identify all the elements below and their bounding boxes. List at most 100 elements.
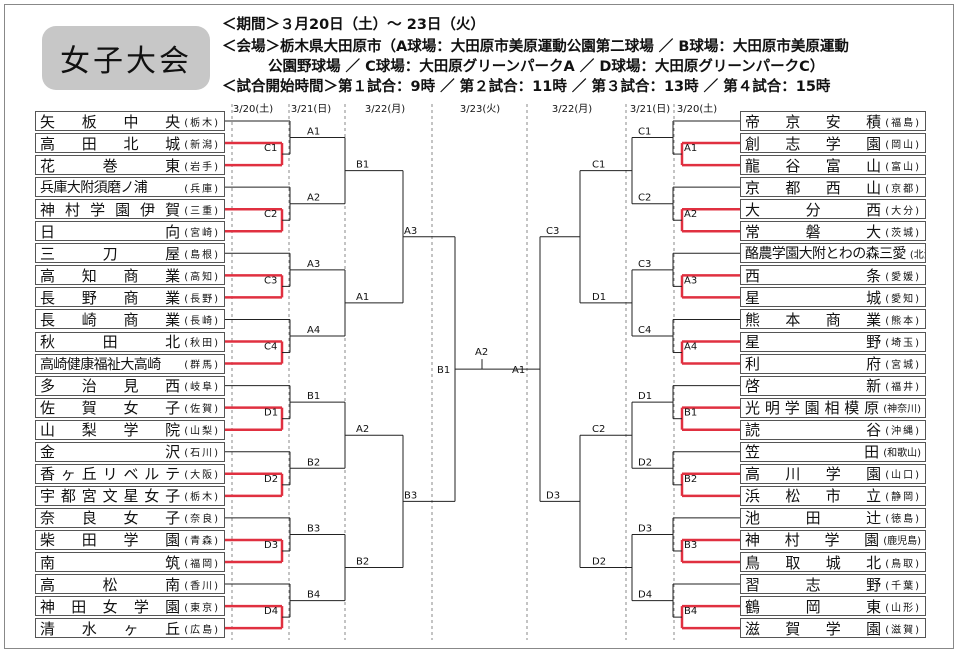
left-r3-label: A1	[356, 292, 369, 303]
team-prefecture: (大阪)	[184, 470, 220, 482]
team-name: 星城	[745, 288, 882, 307]
team-prefecture: (愛媛)	[885, 271, 921, 283]
info-start-times: ＜試合開始時間＞第１試合：9時 ／ 第２試合：11時 ／ 第３試合：13時 ／ …	[222, 79, 831, 95]
team-prefecture: (北海道)	[909, 249, 925, 261]
team-name: 奈良女子	[40, 509, 181, 528]
team-prefecture: (大分)	[885, 205, 921, 217]
left-r1-label: D4	[264, 606, 278, 617]
team-prefecture: (山形)	[885, 602, 921, 614]
team-name: 佐賀女子	[40, 399, 181, 418]
team-name: 熊本商業	[745, 310, 882, 329]
right-team-row: 池田辻(徳島)	[740, 507, 926, 528]
team-prefecture: (栃木)	[184, 117, 220, 129]
team-name: 読谷	[745, 421, 882, 440]
team-name: 山梨学院	[40, 421, 181, 440]
team-name: 星野	[745, 333, 882, 351]
right-r2-label: D2	[638, 457, 652, 468]
left-r3-label: B1	[356, 160, 369, 171]
team-prefecture: (長野)	[184, 293, 220, 305]
team-name: 笠田	[745, 443, 880, 462]
team-name: 長崎商業	[40, 310, 181, 329]
right-r1-label: A4	[684, 342, 697, 353]
team-name: 鳥取城北	[745, 553, 882, 572]
left-r3-label: A2	[356, 424, 369, 435]
left-team-row: 長野商業(長野)	[35, 287, 225, 308]
team-prefecture: (岐阜)	[184, 382, 220, 394]
team-prefecture: (和歌山)	[883, 448, 921, 460]
team-prefecture: (宮城)	[885, 360, 921, 372]
team-prefecture: (長崎)	[184, 315, 220, 327]
left-team-row: 南筑(福岡)	[35, 552, 225, 572]
left-team-row: 高崎健康福祉大高崎(群馬)	[35, 353, 225, 374]
team-prefecture: (島根)	[184, 249, 220, 261]
team-prefecture: (山口)	[885, 470, 921, 482]
team-name: 利府	[745, 355, 882, 374]
left-r3-label: B2	[356, 557, 369, 568]
team-name: 清水ヶ丘	[40, 619, 181, 638]
team-prefecture: (兵庫)	[184, 183, 220, 195]
final-label: A2	[475, 347, 488, 358]
right-r2-label: D4	[638, 590, 652, 601]
right-r1-label: A1	[684, 143, 697, 154]
team-name: 龍谷富山	[745, 156, 882, 175]
date-right-r3: 3/22(月)	[551, 104, 593, 115]
right-team-row: 酪農学園大附とわの森三愛(北海道)	[740, 243, 926, 264]
team-name: 宇都宮文星女子	[40, 487, 181, 506]
left-r1-label: D1	[264, 408, 278, 419]
info-period: ＜期間＞３月20日（土）～ 23日（火）	[222, 17, 485, 33]
team-name: 酪農学園大附とわの森三愛	[745, 246, 906, 263]
right-r4-label: D3	[546, 490, 560, 501]
team-prefecture: (富山)	[885, 161, 921, 173]
left-team-row: 高松南(香川)	[35, 574, 225, 595]
right-team-row: 滋賀学園(滋賀)	[740, 618, 926, 639]
right-r2-label: D3	[638, 523, 652, 534]
left-team-row: 兵庫大附須磨ノ浦(兵庫)	[35, 177, 225, 198]
right-r2-label: C4	[638, 325, 651, 336]
team-prefecture: (鹿児島)	[883, 536, 921, 548]
left-team-row: 日向(宮崎)	[35, 221, 225, 242]
left-team-row: 香ヶ丘リベルテ(大阪)	[35, 463, 225, 484]
left-r1-label: C1	[264, 143, 277, 154]
team-name: 高川学園	[745, 465, 882, 484]
left-team-row: 矢板中央(栃木)	[35, 111, 225, 131]
team-name: 創志学園	[745, 134, 882, 153]
team-name: 池田辻	[745, 509, 882, 528]
team-name: 高田北城	[40, 134, 181, 153]
right-team-row: 星城(愛知)	[740, 287, 926, 308]
team-name: 香ヶ丘リベルテ	[40, 465, 181, 484]
left-team-row: 奈良女子(奈良)	[35, 507, 225, 528]
right-r1-label: B2	[684, 474, 697, 485]
left-r4-label: B3	[404, 490, 417, 501]
right-team-row: 鳥取城北(鳥取)	[740, 552, 926, 572]
team-prefecture: (三重)	[184, 205, 220, 217]
team-prefecture: (静岡)	[885, 492, 921, 504]
team-prefecture: (山梨)	[184, 426, 220, 438]
team-prefecture: (神奈川)	[883, 404, 921, 416]
right-team-row: 啓新(福井)	[740, 375, 926, 396]
date-right-r1: 3/20(土)	[676, 104, 718, 115]
left-team-row: 三刀屋(島根)	[35, 243, 225, 264]
right-r1-label: B4	[684, 606, 697, 617]
team-name: 花巻東	[40, 156, 181, 175]
team-prefecture: (佐賀)	[184, 404, 220, 416]
team-prefecture: (愛知)	[885, 293, 921, 305]
left-r1-label: C2	[264, 209, 277, 220]
left-r2-label: B1	[307, 391, 320, 402]
team-name: 神村学園伊賀	[40, 200, 181, 219]
left-team-row: 高田北城(新潟)	[35, 133, 225, 154]
right-r1-label: B3	[684, 540, 697, 551]
left-team-row: 高知商業(高知)	[35, 265, 225, 286]
left-semi-label: B1	[437, 365, 450, 376]
team-name: 秋田北	[40, 333, 181, 351]
right-semi-label: A1	[512, 365, 525, 376]
team-name: 鶴岡東	[745, 597, 882, 616]
page-title: 女子大会	[42, 26, 210, 90]
right-team-row: 習志野(千葉)	[740, 574, 926, 595]
right-team-row: 笠田(和歌山)	[740, 441, 926, 462]
team-prefecture: (広島)	[184, 624, 220, 636]
left-team-row: 佐賀女子(佐賀)	[35, 397, 225, 418]
team-name: 大分西	[745, 200, 882, 219]
team-prefecture: (福島)	[885, 117, 921, 129]
right-r4-label: C3	[546, 226, 559, 237]
